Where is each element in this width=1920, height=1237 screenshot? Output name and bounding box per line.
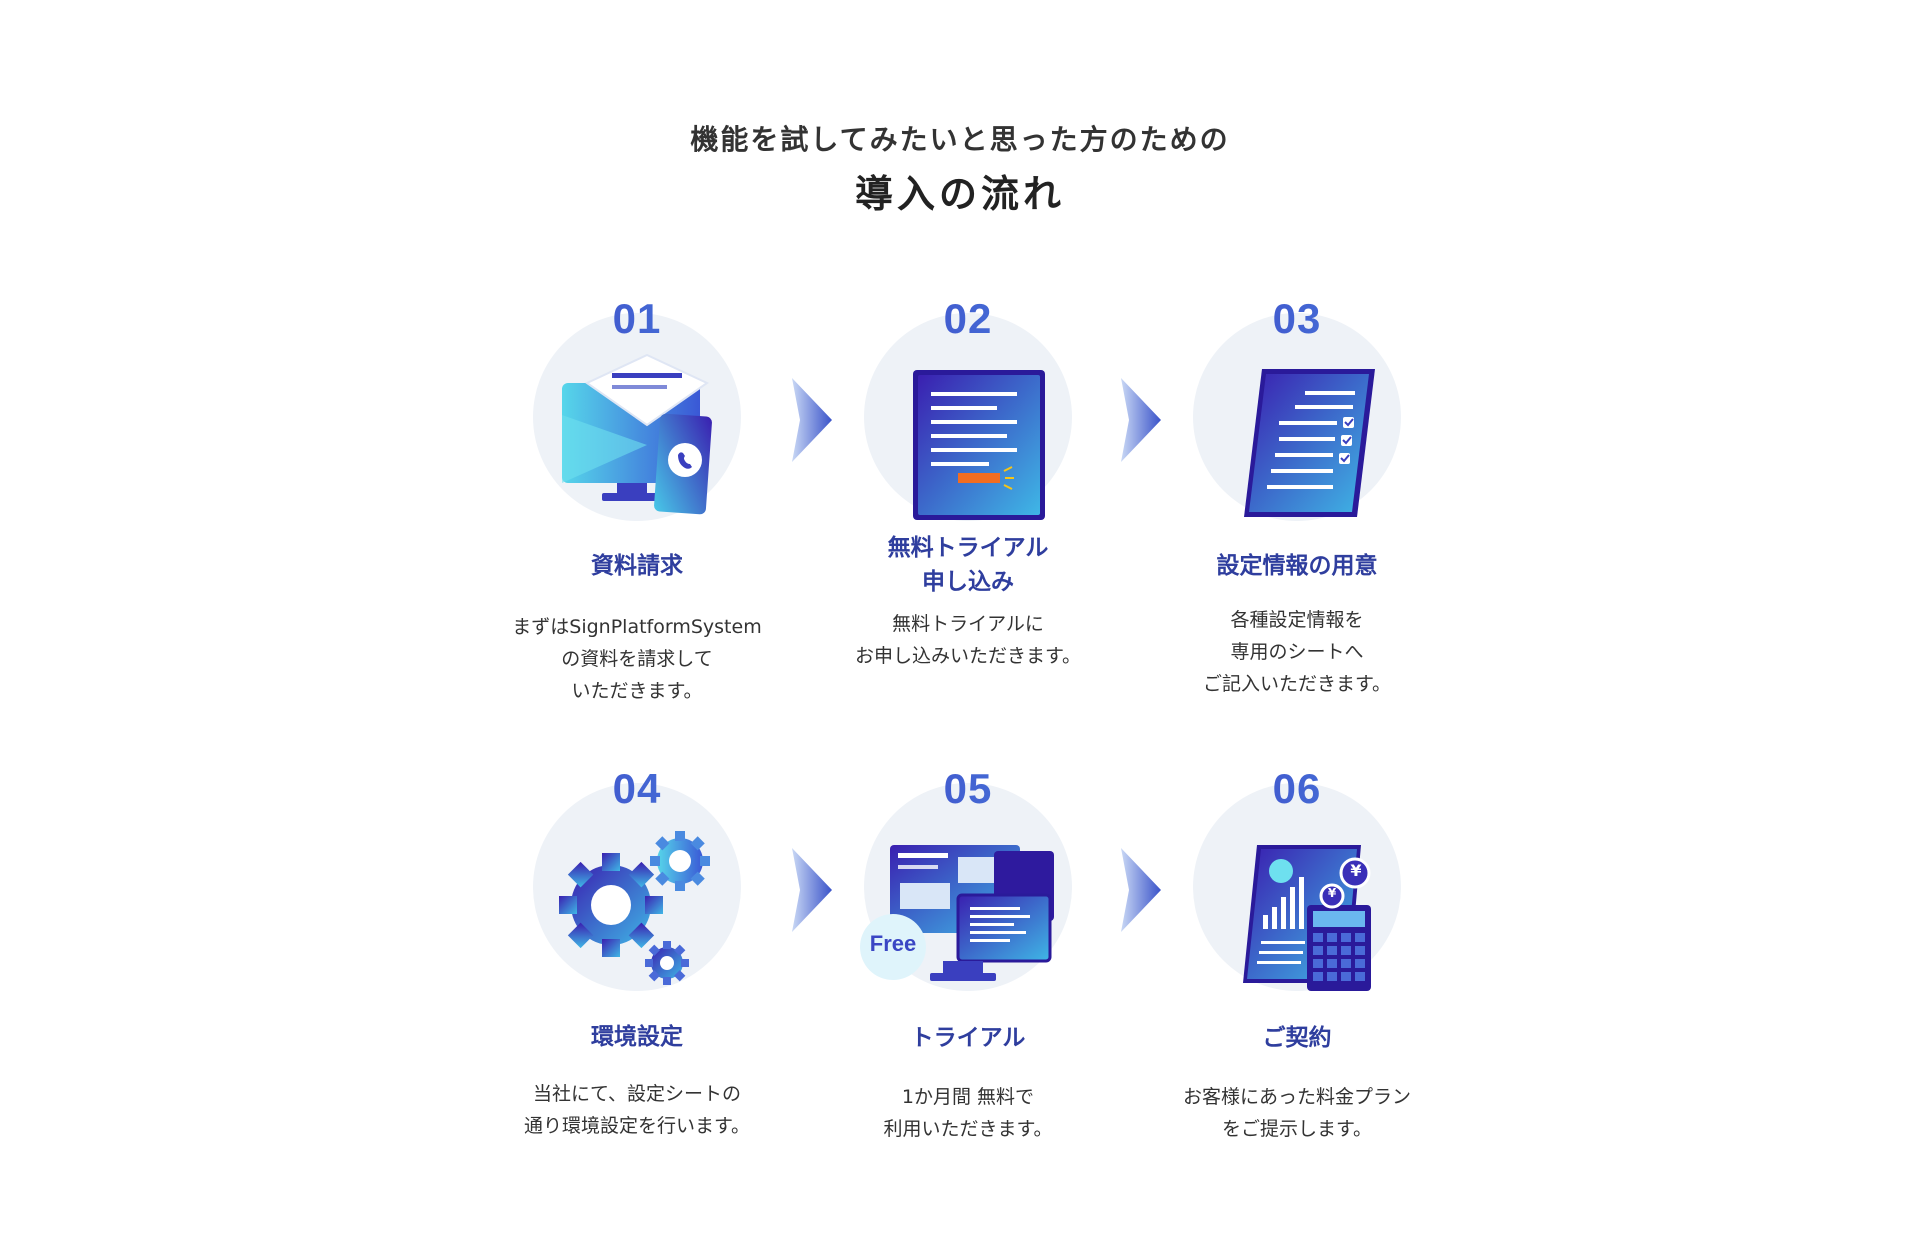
- free-badge: Free: [869, 931, 917, 956]
- arrow-right-icon: [1121, 378, 1161, 462]
- step-label: 設定情報の用意: [1216, 553, 1378, 579]
- tablet-form-icon: [913, 370, 1045, 520]
- arrow-right-icon: [792, 848, 832, 932]
- gears-icon: [559, 831, 710, 985]
- step-number: 06: [1147, 765, 1447, 813]
- step-number: 03: [1147, 295, 1447, 343]
- arrow-right-icon: [1121, 848, 1161, 932]
- checklist-sheet-icon: [1244, 369, 1375, 517]
- step-number: 04: [487, 765, 787, 813]
- arrow-right-icon: [792, 378, 832, 462]
- step-number: 01: [487, 295, 787, 343]
- step-description: 当社にて、設定シートの通り環境設定を行います。: [523, 1083, 751, 1137]
- step-number: 02: [818, 295, 1118, 343]
- step-label: ご契約: [1262, 1025, 1332, 1051]
- page-title: 導入の流れ: [854, 172, 1065, 216]
- step-label: 無料トライアル申し込み: [887, 535, 1049, 595]
- page-subtitle: 機能を試してみたいと思った方のための: [690, 123, 1230, 156]
- mail-device-icon: [562, 353, 712, 515]
- step-description: 無料トライアルにお申し込みいただきます。: [854, 613, 1082, 667]
- step-label: 資料請求: [591, 553, 683, 579]
- step-label: トライアル: [910, 1025, 1026, 1051]
- step-label: 環境設定: [591, 1024, 683, 1050]
- free-monitor-icon: [860, 845, 1054, 981]
- step-number: 05: [818, 765, 1118, 813]
- step-description: 各種設定情報を専用のシートへご記入いただきます。: [1202, 609, 1392, 695]
- yen-coin-icon: ¥: [1327, 886, 1337, 900]
- step-description: 1か月間 無料で利用いただきます。: [883, 1086, 1053, 1140]
- yen-coin-icon: ¥: [1350, 861, 1362, 880]
- calculator-invoice-icon: [1243, 845, 1371, 991]
- step-description: お客様にあった料金プランをご提示します。: [1182, 1086, 1411, 1140]
